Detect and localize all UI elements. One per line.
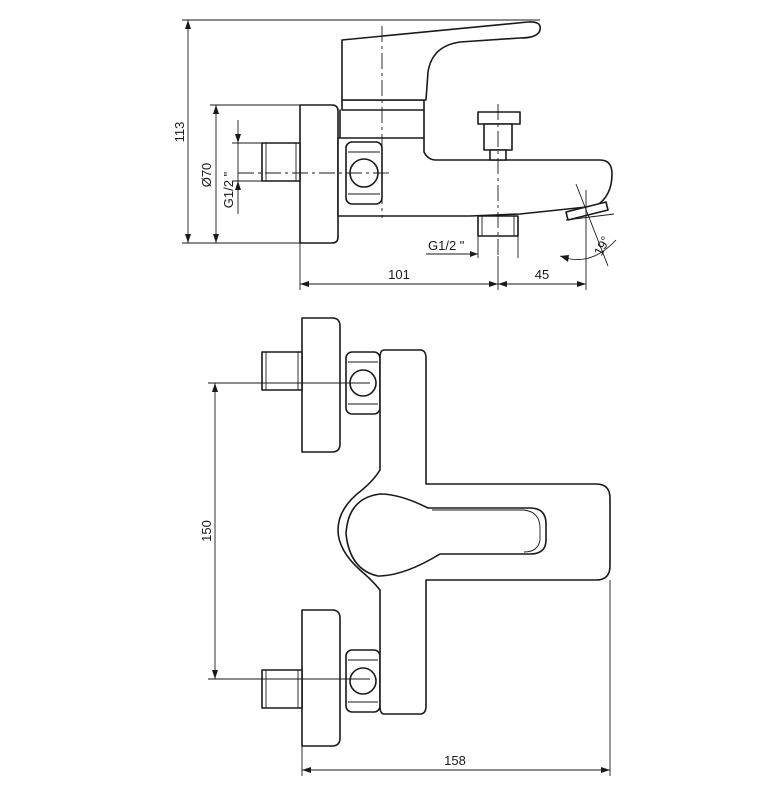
dim-depth-label: 101 [388,267,410,282]
top-wall-plate-upper [301,317,341,453]
dim-outlet-thread-label: G1/2 " [428,238,465,253]
dim-spacing-label: 150 [199,520,214,542]
top-inlet-fitting-lower [261,669,303,709]
top-lever-handle [345,493,547,577]
side-lever-handle [341,21,542,101]
top-connector-lower [345,649,381,713]
top-lever-inner [432,509,541,553]
dim-projection-label: 45 [535,267,549,282]
top-dimensions: 150 158 [199,382,611,776]
dim-height-label: 113 [172,122,187,143]
side-dimensions: 113 Ø70 G1/2 " G1/2 " 101 45 [172,19,617,290]
top-view [261,317,611,747]
dim-width-label: 158 [444,753,466,768]
side-wall-plate [299,104,339,244]
top-inlet-fitting-upper [261,351,303,391]
top-wall-plate-lower [301,609,341,747]
dim-angle-label: 19° [591,234,613,258]
side-inlet-fitting [261,142,301,182]
side-diverter-knob [477,111,521,161]
dim-inlet-thread-label: G1/2 " [221,171,236,208]
side-view [238,21,613,256]
dim-diameter-label: Ø70 [199,163,214,188]
